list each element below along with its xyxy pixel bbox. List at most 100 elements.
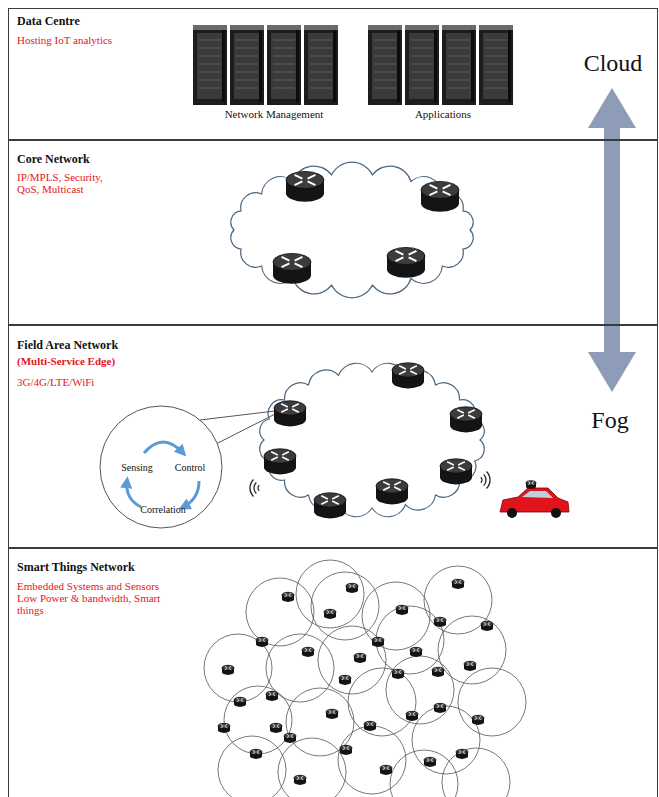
router-symbol [376,479,408,505]
cycle-arrow [127,481,141,507]
coverage-circle [412,706,480,774]
cycle-step: Sensing [121,462,153,473]
router-symbol [340,745,352,755]
router-symbol [380,765,392,775]
router-symbol [481,621,493,631]
router-symbol [270,723,282,733]
field-cloud [260,363,484,516]
layer-heading: Smart Things Network [17,560,135,575]
layer-description: 3G/4G/LTE/WiFi [17,376,167,388]
router-symbol [286,171,324,201]
router-symbol [392,669,404,679]
cycle-arrow [144,442,183,453]
router-symbol [256,637,268,647]
router-symbol [464,661,476,671]
router-symbol [346,583,358,593]
layer-heading: Field Area Network [17,338,118,353]
coverage-circle [246,578,314,646]
wireless-arc [486,472,490,489]
router-symbol [324,609,336,619]
router-symbol [294,775,306,785]
router-symbol [264,449,296,475]
coverage-circle [386,656,454,724]
router-symbol [410,647,422,657]
tier-label: Cloud [584,50,643,76]
coverage-circle [296,560,364,628]
layer-band: Smart Things NetworkEmbedded Systems and… [8,548,658,797]
coverage-circle [318,626,386,694]
coverage-circle [266,634,334,702]
layer-heading: Core Network [17,152,90,167]
router-symbol [434,703,446,713]
router-symbol [218,723,230,733]
router-symbol [456,749,468,759]
router-symbol [421,181,459,211]
tier-label: Fog [591,407,628,433]
cycle-step: Correlation [140,504,186,515]
router-symbol [396,605,408,615]
router-symbol [452,579,464,589]
cycle-step: Control [175,462,206,473]
router-symbol [234,697,246,707]
router-symbol [282,592,294,602]
car [500,488,569,518]
server-group-label: Applications [415,108,471,120]
server-tower [267,25,301,105]
router-symbol [434,617,446,627]
coverage-circle [376,606,444,674]
coverage-circle [218,736,286,797]
router-symbol [387,247,425,277]
coverage-circle [458,668,526,736]
coverage-circle [348,668,416,736]
coverage-circle [424,566,492,634]
layer-heading: Data Centre [17,14,80,29]
router-symbol [250,749,262,759]
router-symbol [354,653,366,663]
router-symbol [424,757,436,767]
router-symbol [314,493,346,519]
coverage-circle [286,688,354,756]
router-symbol [364,721,376,731]
coverage-circle [390,750,458,797]
router-symbol [392,363,424,389]
layer-band: Field Area Network (Multi-Service Edge) 3G… [8,325,658,548]
router-symbol [526,481,536,489]
server-tower [442,25,476,105]
layer-description: Hosting IoT analytics [17,34,237,46]
router-symbol [266,691,278,701]
layer-description: IP/MPLS, Security, QoS, Multicast [17,171,117,195]
server-tower [368,25,402,105]
coverage-circle [224,686,292,754]
coverage-circle [311,572,379,640]
router-symbol [472,715,484,725]
coverage-circle [438,616,506,684]
layer-subheading: (Multi-Service Edge) [17,355,115,367]
wireless-arc [481,477,482,483]
router-symbol [284,733,296,743]
server-tower [230,25,264,105]
coverage-circle [442,748,510,797]
router-symbol [273,253,311,283]
router-symbol [440,459,472,485]
server-tower [304,25,338,105]
cloud-fog-arrow [588,88,636,392]
wireless-arc [258,485,259,491]
coverage-circle [204,634,272,702]
server-tower [193,25,227,105]
server-tower [479,25,513,105]
wireless-arc [250,480,254,497]
coverage-circle [278,738,346,797]
coverage-circle [362,582,430,650]
layer-band: Data CentreHosting IoT analytics [8,8,658,140]
server-tower [405,25,439,105]
coverage-circle [338,726,406,794]
server-group-label: Network Management [225,108,324,120]
callout-circle: Sensing ControlCorrelation [99,405,223,529]
router-symbol [450,407,482,433]
router-symbol [432,667,444,677]
router-symbol [372,637,384,647]
cycle-arrow [183,481,199,507]
router-symbol [274,401,306,427]
router-symbol [406,711,418,721]
